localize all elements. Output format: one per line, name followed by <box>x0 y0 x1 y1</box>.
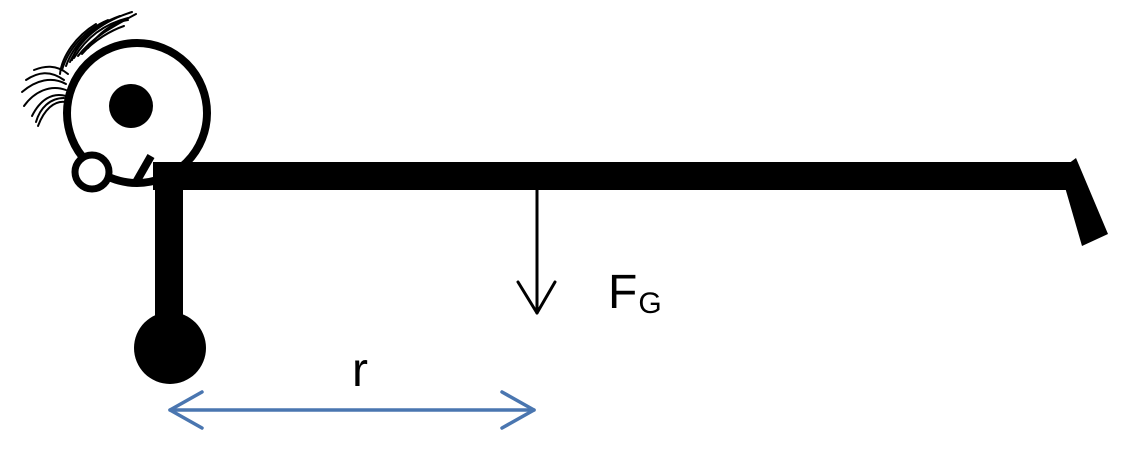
hand-ball <box>134 312 206 384</box>
distance-arrow <box>168 390 536 430</box>
plank-foot <box>1060 158 1108 246</box>
gravity-force-arrow <box>516 188 557 315</box>
arm-post <box>155 176 183 326</box>
mouth-line <box>131 154 155 186</box>
eye <box>109 84 153 128</box>
force-subscript: G <box>638 287 661 320</box>
force-label: FG <box>608 266 662 320</box>
force-symbol: F <box>608 266 637 319</box>
plank-body <box>153 162 1071 190</box>
nose-circle <box>71 151 113 193</box>
hair-strands <box>21 11 137 127</box>
distance-label: r <box>352 344 368 397</box>
